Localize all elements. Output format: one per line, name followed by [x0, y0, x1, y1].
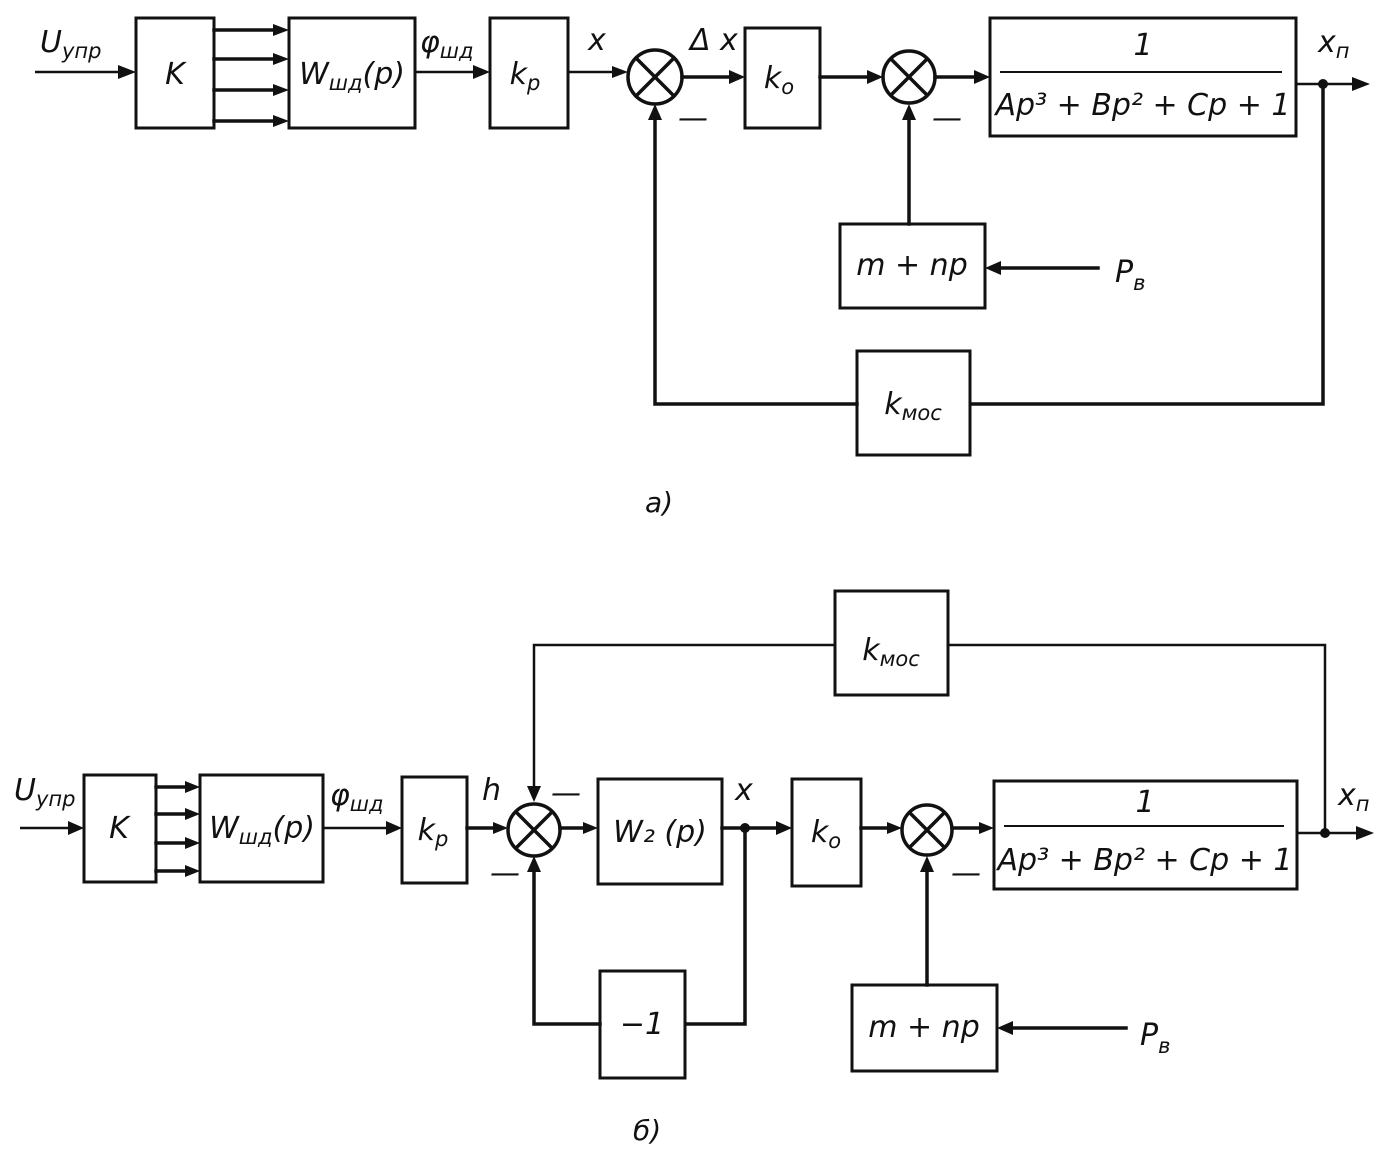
block-ko-label-b: ko [811, 815, 841, 853]
block-k-a [134, 16, 216, 130]
signal-x-b: x [734, 773, 753, 808]
plant-numerator-a: 1 [1133, 28, 1152, 63]
block-wsd-a [287, 16, 417, 130]
caption-b: б) [633, 1114, 661, 1147]
caption-a: а) [645, 486, 673, 519]
arrow-head [118, 65, 136, 79]
signal-phi-a: φшд [420, 25, 474, 63]
summing-junction-1-a [626, 48, 684, 106]
summing-junction-2-a [881, 49, 937, 105]
disturbance-label-a: Pв [1115, 255, 1145, 295]
block-neg1-label-b: −1 [620, 1007, 664, 1042]
output-label-b: xп [1337, 778, 1370, 816]
block-w2-b [596, 777, 724, 886]
minus-sign-bottom-b: — [490, 856, 520, 891]
plant-numerator-b: 1 [1135, 785, 1154, 820]
block-k-b [82, 773, 158, 884]
parallel-lines-b [154, 781, 200, 877]
block-mnp-label-a: m + np [856, 248, 968, 283]
block-kp-label-b: kp [418, 813, 449, 851]
block-mnp-a [838, 222, 987, 310]
minus-sign-2-a: — [932, 101, 962, 136]
block-wsd-label-a: Wшд(p) [299, 57, 405, 95]
diagram-a: Uупр K Wшд(p) φшд kp x [35, 16, 1370, 519]
block-k-label-b: K [109, 811, 131, 846]
block-plant-a [988, 16, 1298, 138]
minus-sign-right-b: — [951, 856, 981, 891]
input-label-a: Uупр [40, 25, 101, 63]
block-ko-a [743, 26, 822, 130]
block-kmos-b [833, 589, 950, 697]
inner-loop-right-b [683, 826, 747, 1026]
signal-dx-a: Δ x [688, 23, 738, 58]
feedback-line-left-b [532, 643, 835, 792]
block-kmos-label-a: kмос [884, 387, 942, 425]
block-kp-label-a: kp [510, 57, 541, 95]
signal-x-a: x [587, 23, 606, 58]
block-plant-b [992, 779, 1299, 891]
block-kp-a [488, 16, 570, 130]
block-wsd-label-b: Wшд(p) [209, 811, 315, 849]
plant-denominator-b: Ap³ + Bp² + Cp + 1 [996, 843, 1293, 878]
block-kp-b [400, 775, 469, 885]
summing-junction-2-b [900, 803, 954, 857]
diagram-b: Uупр K Wшд(p) φшд kp h [14, 589, 1374, 1147]
feedback-line-left-a [653, 112, 859, 406]
minus-sign-top-b: — [551, 776, 581, 811]
inner-loop-left-b [532, 864, 602, 1026]
block-ko-b [790, 777, 863, 888]
disturbance-label-b: Pв [1140, 1018, 1170, 1058]
signal-h-b: h [482, 773, 501, 808]
feedback-line-right-a [968, 82, 1325, 406]
block-kmos-label-b: kмос [862, 633, 920, 671]
summing-junction-1-b [506, 802, 562, 858]
block-k-label-a: K [165, 57, 187, 92]
signal-phi-b: φшд [330, 778, 384, 816]
block-w2-label-b: W₂ (p) [613, 815, 707, 850]
block-kmos-a [855, 349, 972, 457]
block-wsd-b [198, 773, 325, 884]
plant-denominator-a: Ap³ + Bp² + Cp + 1 [994, 88, 1291, 123]
minus-sign-1-a: — [678, 101, 708, 136]
block-mnp-label-b: m + np [868, 1010, 980, 1045]
feedback-line-right-b [948, 643, 1327, 833]
block-ko-label-a: ko [764, 61, 794, 99]
input-label-b: Uупр [14, 773, 75, 811]
output-label-a: xп [1317, 25, 1350, 63]
parallel-lines-a [212, 24, 289, 127]
